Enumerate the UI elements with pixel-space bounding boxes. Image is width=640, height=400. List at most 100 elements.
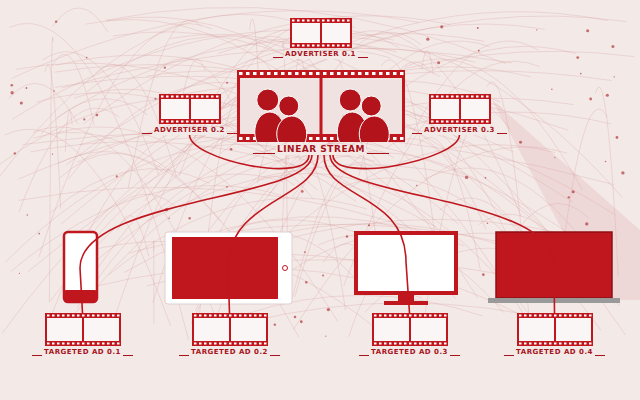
network-line — [346, 31, 521, 217]
film-node: LINEAR STREAM — [237, 70, 405, 155]
label-dash — [253, 153, 275, 154]
network-dot — [226, 82, 228, 84]
network-dot — [605, 161, 607, 163]
stream-connector — [228, 155, 318, 313]
film-strip — [372, 313, 448, 346]
label-row: TARGETED AD 0.3 — [356, 349, 463, 357]
label-dash — [273, 57, 283, 58]
node-label: TARGETED AD 0.3 — [370, 349, 449, 357]
network-dot — [519, 141, 522, 144]
label-row: TARGETED AD 0.1 — [29, 349, 136, 357]
label-dash — [227, 133, 237, 134]
film-node: ADVERTISER 0.1 — [270, 18, 371, 59]
network-dot — [482, 273, 485, 276]
stream-connector — [330, 155, 555, 313]
label-dash — [504, 355, 514, 356]
network-dot — [611, 45, 614, 48]
film-frame — [372, 313, 448, 346]
film-node: ADVERTISER 0.3 — [409, 94, 510, 135]
network-line — [145, 51, 391, 201]
label-dash — [450, 355, 460, 356]
network-dot — [554, 157, 555, 158]
node-label: ADVERTISER 0.2 — [153, 127, 226, 135]
network-line — [220, 67, 531, 154]
network-line — [202, 12, 608, 121]
network-line — [66, 33, 484, 165]
network-dot — [585, 222, 588, 225]
network-dot — [589, 98, 592, 101]
label-dash — [595, 355, 605, 356]
node-label: ADVERTISER 0.1 — [284, 51, 357, 59]
network-dot — [230, 148, 233, 151]
network-line — [169, 34, 625, 335]
network-dot — [27, 214, 29, 216]
network-line — [147, 165, 469, 221]
network-line — [107, 17, 539, 338]
network-line — [43, 52, 159, 175]
network-dot — [274, 323, 276, 325]
network-line — [2, 94, 398, 333]
network-line — [19, 108, 119, 212]
network-dot — [38, 233, 40, 235]
stream-connector — [80, 155, 312, 313]
film-strip — [159, 94, 221, 124]
film-frame — [517, 313, 593, 346]
network-dot — [536, 29, 537, 30]
network-dot — [580, 73, 582, 75]
film-strip — [45, 313, 121, 346]
label-dash — [367, 153, 389, 154]
couple-silhouette — [337, 89, 389, 142]
film-node: TARGETED AD 0.3 — [356, 313, 463, 357]
network-dot — [487, 222, 489, 224]
network-dot — [83, 118, 85, 120]
film-strip — [290, 18, 352, 48]
network-dot — [485, 177, 487, 179]
network-dot — [305, 281, 307, 283]
film-frame — [45, 313, 121, 346]
film-strip — [517, 313, 593, 346]
network-dot — [437, 61, 440, 64]
label-dash — [142, 133, 152, 134]
network-dot — [477, 27, 479, 29]
film-node: TARGETED AD 0.4 — [501, 313, 608, 357]
network-dot — [465, 176, 468, 179]
film-node: TARGETED AD 0.2 — [176, 313, 283, 357]
network-dot — [325, 336, 326, 337]
network-line — [54, 65, 572, 202]
label-row: ADVERTISER 0.2 — [139, 127, 240, 135]
network-dot — [478, 50, 480, 52]
network-line — [12, 11, 419, 79]
network-dot — [586, 29, 589, 32]
network-line — [81, 24, 544, 253]
film-frame — [237, 70, 405, 142]
network-dot — [14, 152, 16, 154]
couple-silhouette — [255, 89, 307, 142]
network-line — [45, 64, 61, 208]
network-dot — [20, 101, 23, 104]
network-dot — [86, 57, 88, 59]
network-dot — [55, 20, 57, 22]
network-line — [52, 55, 94, 126]
network-dot — [322, 274, 324, 276]
network-dot — [416, 185, 418, 187]
network-line — [77, 71, 611, 163]
network-line — [405, 59, 582, 190]
film-node: ADVERTISER 0.2 — [139, 94, 240, 135]
network-dot — [327, 308, 330, 311]
node-label: TARGETED AD 0.2 — [190, 349, 269, 357]
network-dot — [11, 84, 14, 87]
film-frame — [290, 18, 352, 48]
network-line — [52, 8, 108, 32]
network-dot — [294, 316, 297, 319]
node-label: ADVERTISER 0.3 — [423, 127, 496, 135]
network-dot — [19, 273, 20, 274]
network-line — [277, 224, 615, 300]
network-dot — [568, 196, 570, 198]
network-dot — [614, 76, 615, 77]
network-line — [49, 37, 53, 302]
label-row: TARGETED AD 0.2 — [176, 349, 283, 357]
network-dot — [116, 175, 118, 177]
label-row: LINEAR STREAM — [237, 145, 405, 155]
network-line — [155, 58, 230, 100]
label-dash — [358, 57, 368, 58]
